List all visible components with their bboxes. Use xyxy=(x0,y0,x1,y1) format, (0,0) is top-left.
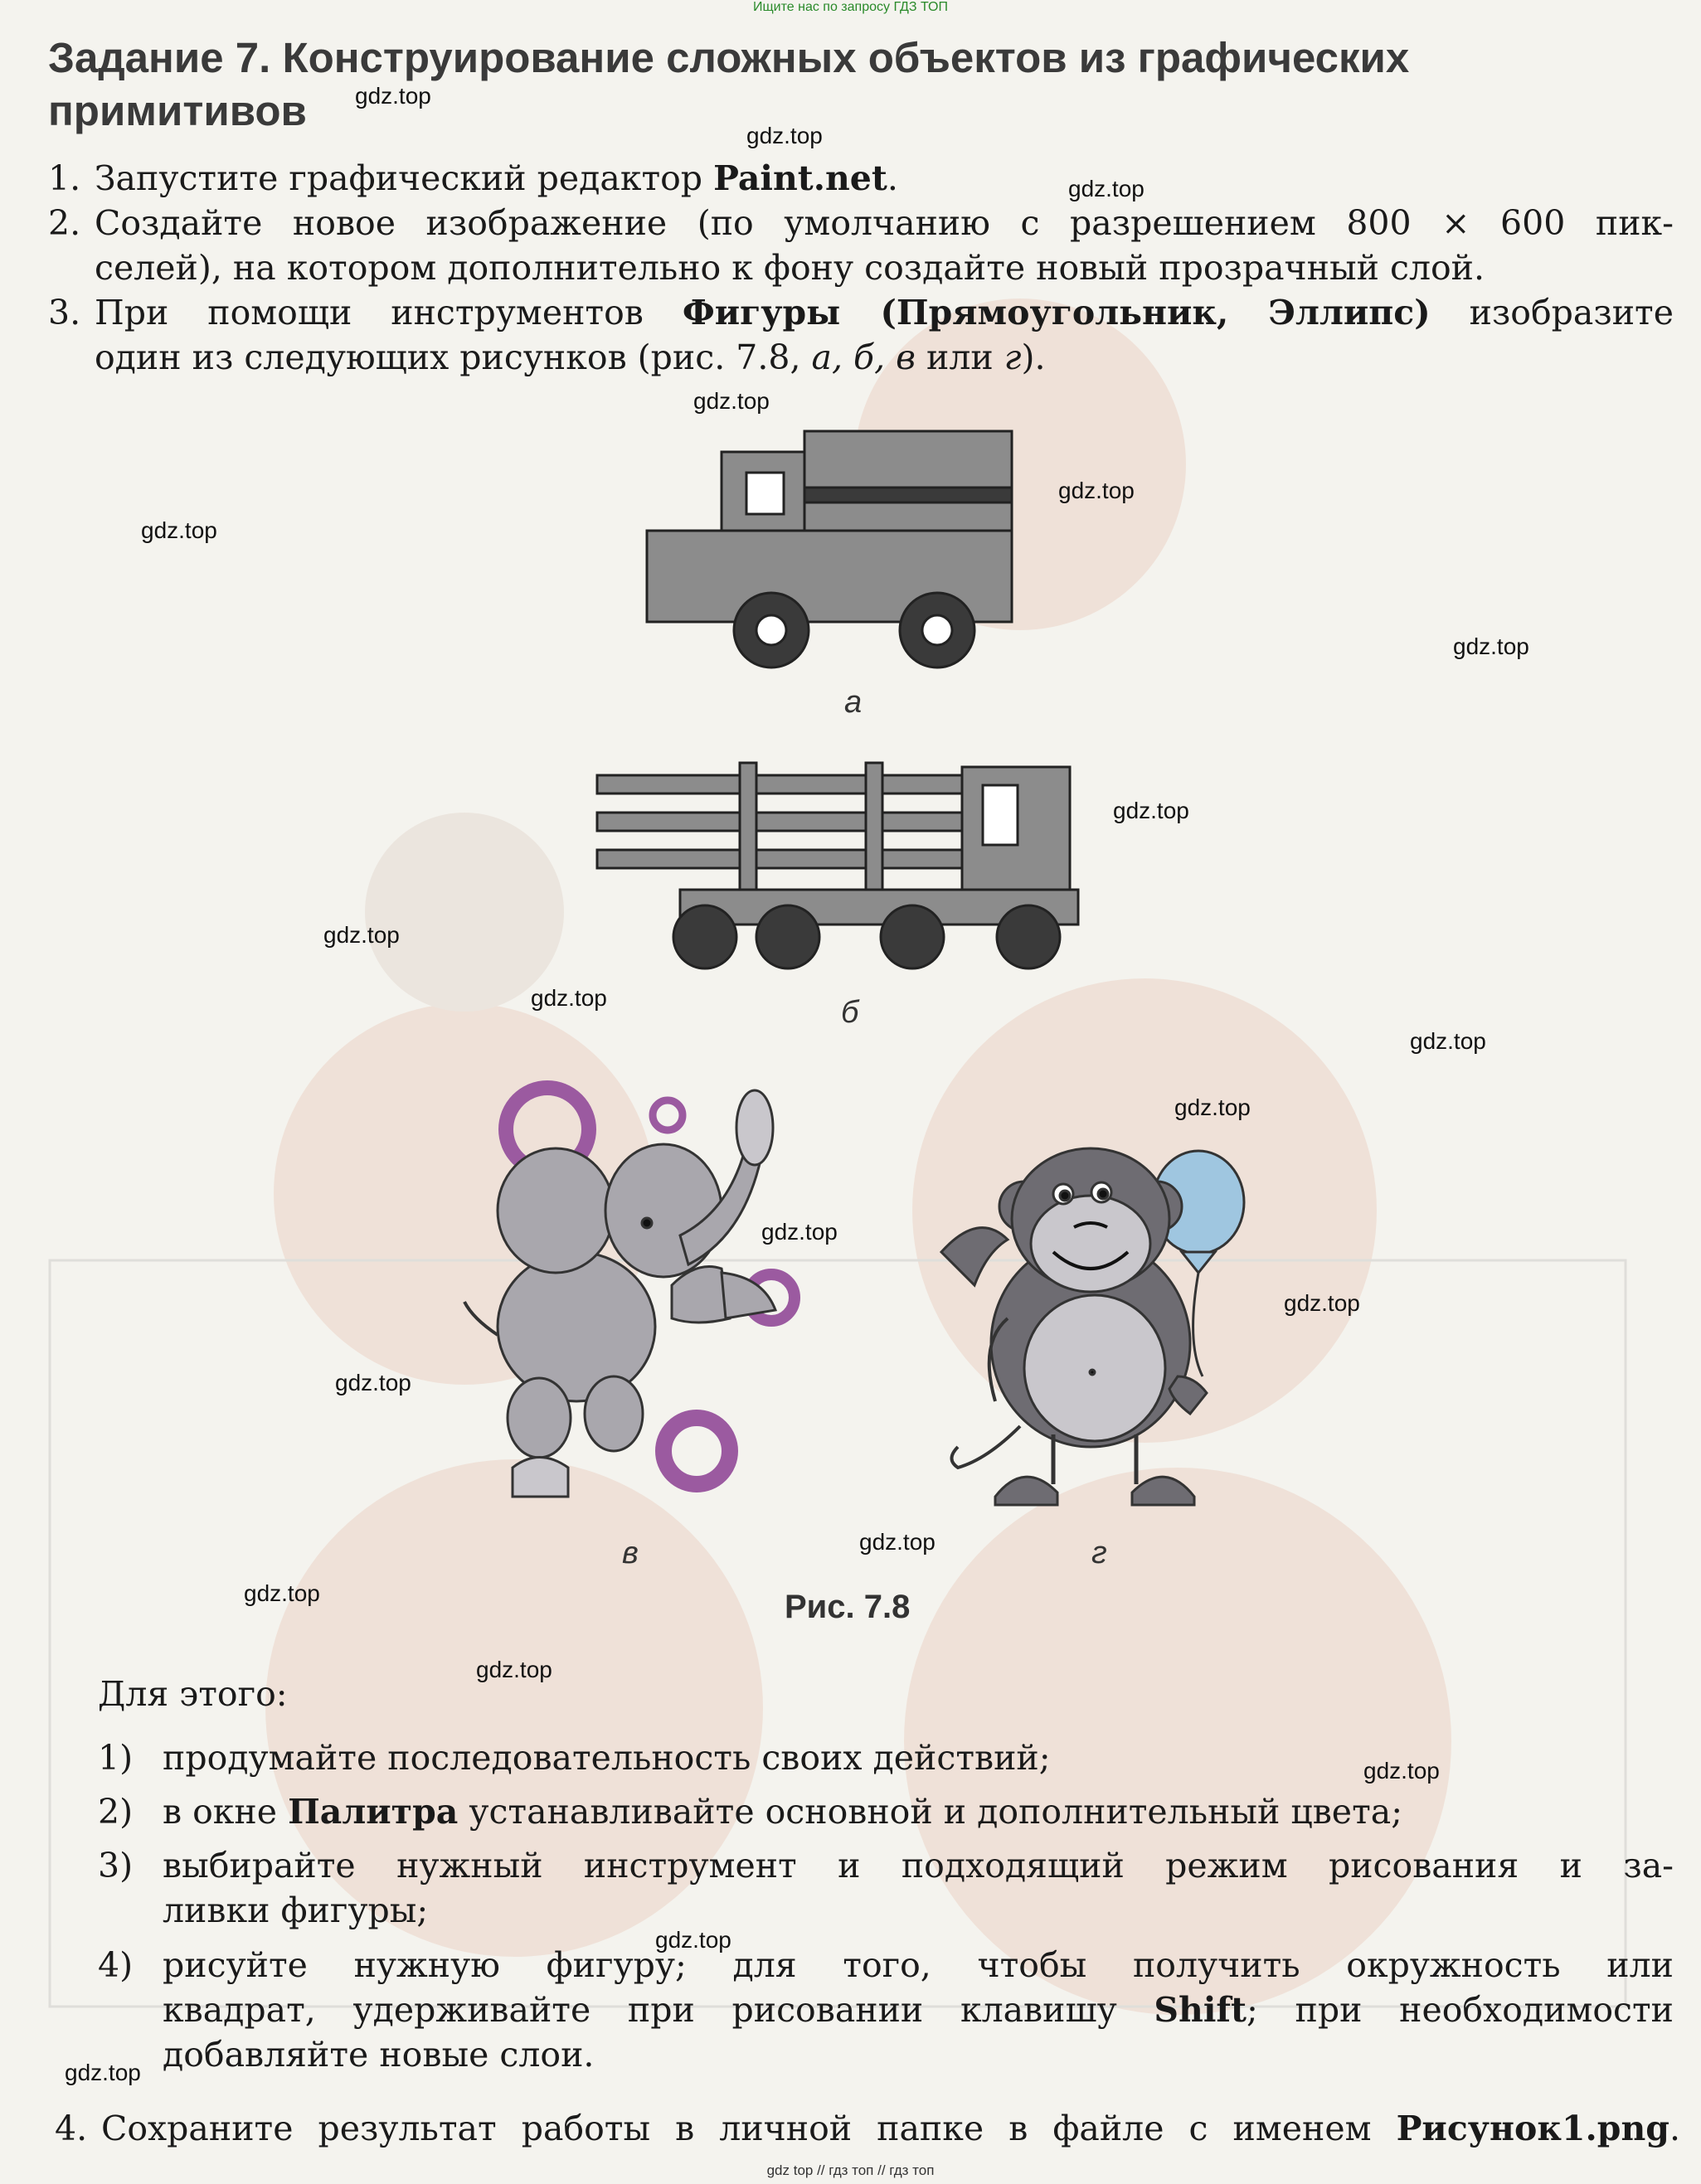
step-2-line-1: Создайте новое изображение (по умолчанию… xyxy=(95,203,1674,243)
watermark: gdz.top xyxy=(355,83,431,109)
watermark: gdz.top xyxy=(859,1529,936,1555)
watermark: gdz.top xyxy=(1174,1094,1251,1120)
figure-b-label: б xyxy=(841,995,859,1030)
step-4-text-a: Сохраните результат работы в личной папк… xyxy=(101,2109,1397,2148)
instruction-4: 4) рисуйте нужную фигуру; для того, чтоб… xyxy=(98,1943,1674,2077)
instruction-2-text-c: устанавливайте основной и дополнительный… xyxy=(458,1792,1403,1832)
instruction-4-number: 4) xyxy=(98,1945,134,1985)
figure-b-log-truck xyxy=(595,761,1080,970)
instruction-4-shift: Shift xyxy=(1154,1990,1247,2030)
watermark: gdz.top xyxy=(244,1580,320,1606)
watermark: gdz.top xyxy=(693,388,770,414)
figure-g-label: г xyxy=(1091,1536,1107,1570)
step-2: 2. Создайте новое изображение (по умолча… xyxy=(48,201,1674,290)
instruction-2-number: 2) xyxy=(98,1792,134,1832)
instruction-4-line-3: добавляйте новые слои. xyxy=(163,2035,595,2075)
instructions-intro: Для этого: xyxy=(98,1674,288,1714)
figure-g-monkey xyxy=(939,1147,1246,1507)
watermark: gdz.top xyxy=(761,1219,838,1245)
instruction-1-text: продумайте последовательность своих дейс… xyxy=(163,1738,1051,1778)
watermark: gdz.top xyxy=(1284,1290,1360,1316)
watermark: gdz.top xyxy=(1363,1758,1440,1784)
instruction-3-number: 3) xyxy=(98,1846,134,1886)
instruction-1-number: 1) xyxy=(98,1738,134,1778)
watermark: gdz.top xyxy=(476,1657,552,1682)
figure-caption: Рис. 7.8 xyxy=(785,1589,911,1625)
watermark: gdz.top xyxy=(655,1927,731,1953)
instruction-2: 2) в окне Палитра устанавливайте основно… xyxy=(98,1789,1674,1834)
instruction-1: 1) продумайте последовательность своих д… xyxy=(98,1735,1674,1780)
step-3-text-c: изобразите xyxy=(1430,293,1674,332)
instruction-3-line-2: ливки фигуры; xyxy=(163,1890,429,1930)
step-3-number: 3. xyxy=(48,293,81,332)
instruction-4-text-c: ; при необходимости xyxy=(1247,1990,1674,2030)
instruction-2-text-a: в окне xyxy=(163,1792,289,1832)
watermark: gdz.top xyxy=(1113,798,1189,823)
instruction-2-palette: Палитра xyxy=(288,1792,459,1832)
instruction-4-text-a: квадрат, удерживайте при рисовании клави… xyxy=(163,1990,1154,2030)
figure-a-label: а xyxy=(844,685,863,720)
figure-a-truck xyxy=(645,430,1013,669)
step-1-text: Запустите графический редактор xyxy=(95,158,714,198)
step-3-line-1: При помощи инструментов Фигуры (Прямоуго… xyxy=(95,290,1674,335)
watermark: gdz.top xyxy=(746,123,823,148)
step-4-filename: Рисунок1.png xyxy=(1396,2109,1669,2148)
step-4-end: . xyxy=(1669,2109,1680,2148)
step-3-letter-g: г xyxy=(1004,337,1022,377)
watermark: gdz.top xyxy=(1068,176,1145,201)
step-4-number: 4. xyxy=(55,2109,88,2148)
step-3-line-2: один из следующих рисунков (рис. 7.8, а,… xyxy=(95,335,1674,380)
footer: gdz top // гдз топ // гдз топ xyxy=(766,2162,935,2178)
watermark: gdz.top xyxy=(65,2060,141,2085)
step-3: 3. При помощи инструментов Фигуры (Прямо… xyxy=(48,290,1674,380)
watermark: gdz.top xyxy=(531,985,607,1011)
figure-v-label: в xyxy=(622,1536,639,1570)
step-3-letters: а, б, в xyxy=(811,337,916,377)
watermark: gdz.top xyxy=(1453,633,1529,659)
step-3-text-a: При помощи инструментов xyxy=(95,293,683,332)
watermark: gdz.top xyxy=(1058,478,1135,503)
step-2-number: 2. xyxy=(48,203,81,243)
instruction-4-line-1: рисуйте нужную фигуру; для того, чтобы п… xyxy=(163,1945,1674,1985)
step-3-tools: Фигуры (Прямоугольник, Эллипс) xyxy=(682,293,1431,332)
step-4: 4. Сохраните результат работы в личной п… xyxy=(55,2106,1680,2151)
instruction-4-line-2: квадрат, удерживайте при рисовании клави… xyxy=(163,1987,1674,2032)
step-1-number: 1. xyxy=(48,158,81,198)
step-1: 1. Запустите графический редактор Paint.… xyxy=(48,156,1674,201)
page-title: Задание 7. Конструирование сложных объек… xyxy=(48,34,1410,134)
instruction-3-line-1: выбирайте нужный инструмент и подходящий… xyxy=(163,1846,1674,1886)
figure-v-elephant xyxy=(463,1080,800,1498)
step-3-end: ). xyxy=(1021,337,1046,377)
step-1-end: . xyxy=(887,158,898,198)
step-2-line-2: селей), на котором дополнительно к фону … xyxy=(95,248,1485,288)
step-4-text: Сохраните результат работы в личной папк… xyxy=(101,2106,1680,2151)
top-banner: Ищите нас по запросу ГДЗ ТОП xyxy=(753,0,948,14)
watermark: gdz.top xyxy=(335,1370,411,1395)
step-3-text-d: один из следующих рисунков (рис. 7.8, xyxy=(95,337,812,377)
step-1-appname: Paint.net xyxy=(713,158,887,198)
instruction-3: 3) выбирайте нужный инструмент и подходя… xyxy=(98,1843,1674,1933)
watermark: gdz.top xyxy=(1410,1028,1486,1054)
step-3-or: или xyxy=(916,337,1004,377)
watermark: gdz.top xyxy=(141,517,217,543)
watermark: gdz.top xyxy=(323,922,400,948)
